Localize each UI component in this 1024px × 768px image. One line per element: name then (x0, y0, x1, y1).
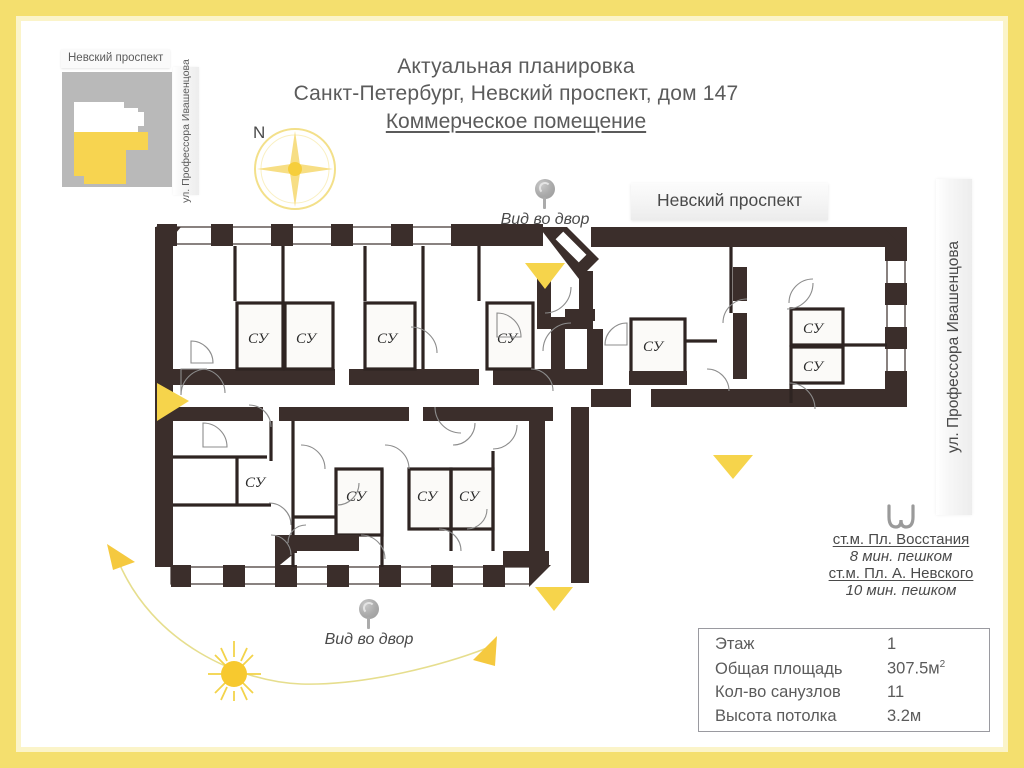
info-key-area: Общая площадь (715, 659, 843, 678)
courtyard-view-label-bottom: Вид во двор (324, 631, 414, 648)
entrance-marker-bottom (535, 587, 573, 611)
info-value-floor: 1 (887, 635, 897, 653)
street-banner-nevsky: Невский проспект (631, 183, 829, 220)
room-label-su: СУ (643, 339, 665, 355)
title-line-3: Коммерческое помещение (385, 109, 647, 133)
minimap-building-block (62, 72, 172, 187)
info-key-ceiling: Высота потолка (715, 707, 837, 725)
entrance-markers (157, 263, 753, 611)
metro-station-1-name: ст.м. Пл. Восстания (832, 531, 970, 548)
minimap-street-top-label: Невский проспект (61, 49, 171, 68)
info-value-area: 307.5м2 (887, 659, 945, 679)
door-swings (180, 278, 816, 560)
info-value-area-number: 307.5м (887, 659, 940, 678)
info-key-floor: Этаж (715, 635, 755, 653)
map-pin-head (535, 179, 555, 199)
map-pin-icon (532, 179, 558, 209)
interior-partitions-lower: СУ СУ СУ СУ (173, 421, 495, 569)
minimap-white-part-2 (74, 102, 124, 114)
title-line-2: Санкт-Петербург, Невский проспект, дом 1… (293, 82, 739, 106)
sun-path-indicator (91, 536, 511, 705)
map-pin-head (359, 599, 379, 619)
info-value-bathrooms: 11 (887, 683, 905, 701)
metro-icon (793, 503, 993, 531)
page-title: Актуальная планировка Санкт-Петербург, Н… (281, 53, 751, 135)
minimap-white-part-3 (130, 112, 144, 126)
sun-icon (208, 641, 261, 705)
room-label-su: СУ (497, 331, 519, 347)
room-label-su: СУ (296, 331, 318, 347)
room-label-su: СУ (248, 331, 270, 347)
interior-partitions-center: СУ (537, 271, 717, 385)
room-label-su: СУ (803, 359, 825, 375)
street-band-ivashentsova: ул. Профессора Ивашенцова (936, 179, 972, 515)
entrance-marker-left (157, 383, 189, 421)
room-label-su: СУ (346, 489, 368, 505)
room-label-su: СУ (377, 331, 399, 347)
room-label-su: СУ (459, 489, 481, 505)
interior-partitions-upper-left: СУ СУ СУ СУ (233, 246, 535, 371)
info-key-bathrooms: Кол-во санузлов (715, 683, 841, 701)
compass-rose-icon (249, 123, 341, 215)
metro-station-2-name: ст.м. Пл. А. Невского (828, 565, 974, 582)
title-line-1: Актуальная планировка (397, 55, 635, 78)
courtyard-view-marker-top: Вид во двор (475, 179, 615, 229)
compass-north-label: N (253, 123, 266, 142)
map-pin-icon (356, 599, 382, 629)
room-label-su: СУ (245, 475, 267, 491)
minimap-street-side: ул. Профессора Ивашенцова (173, 59, 199, 203)
property-info-table: Этаж 1 Общая площадь 307.5м2 Кол-во сану… (698, 628, 990, 732)
info-value-ceiling: 3.2м (887, 707, 922, 725)
location-minimap: Невский проспект ул. Профессора Ивашенцо… (53, 49, 218, 203)
room-label-su: СУ (417, 489, 439, 505)
metro-station-1-walk: 8 мин. пешком (849, 548, 953, 565)
plan-canvas: Актуальная планировка Санкт-Петербург, Н… (31, 31, 993, 737)
map-pin-stem (367, 617, 370, 629)
minimap-highlight-3 (84, 132, 126, 184)
interior-partitions-right: СУ СУ (729, 247, 887, 403)
info-value-area-sup: 2 (939, 659, 946, 670)
metro-station-2-walk: 10 мин. пешком (845, 582, 957, 599)
floor-plan-drawing: .w{fill:#3B2E2B;} .tw{fill:none;stroke:#… (31, 31, 993, 737)
courtyard-view-marker-bottom: Вид во двор (299, 599, 439, 649)
entrance-marker-right-center (713, 455, 753, 479)
exterior-walls (155, 224, 907, 587)
table-row: Высота потолка 3.2м (715, 707, 975, 731)
entrance-marker-top-center (525, 263, 565, 289)
metro-info-block: ст.м. Пл. Восстания 8 мин. пешком ст.м. … (793, 503, 993, 599)
room-label-su: СУ (803, 321, 825, 337)
courtyard-view-label-top: Вид во двор (500, 211, 590, 228)
table-row: Общая площадь 307.5м2 (715, 659, 975, 683)
table-row: Кол-во санузлов 11 (715, 683, 975, 707)
map-pin-stem (543, 197, 546, 209)
table-row: Этаж 1 (715, 635, 975, 659)
